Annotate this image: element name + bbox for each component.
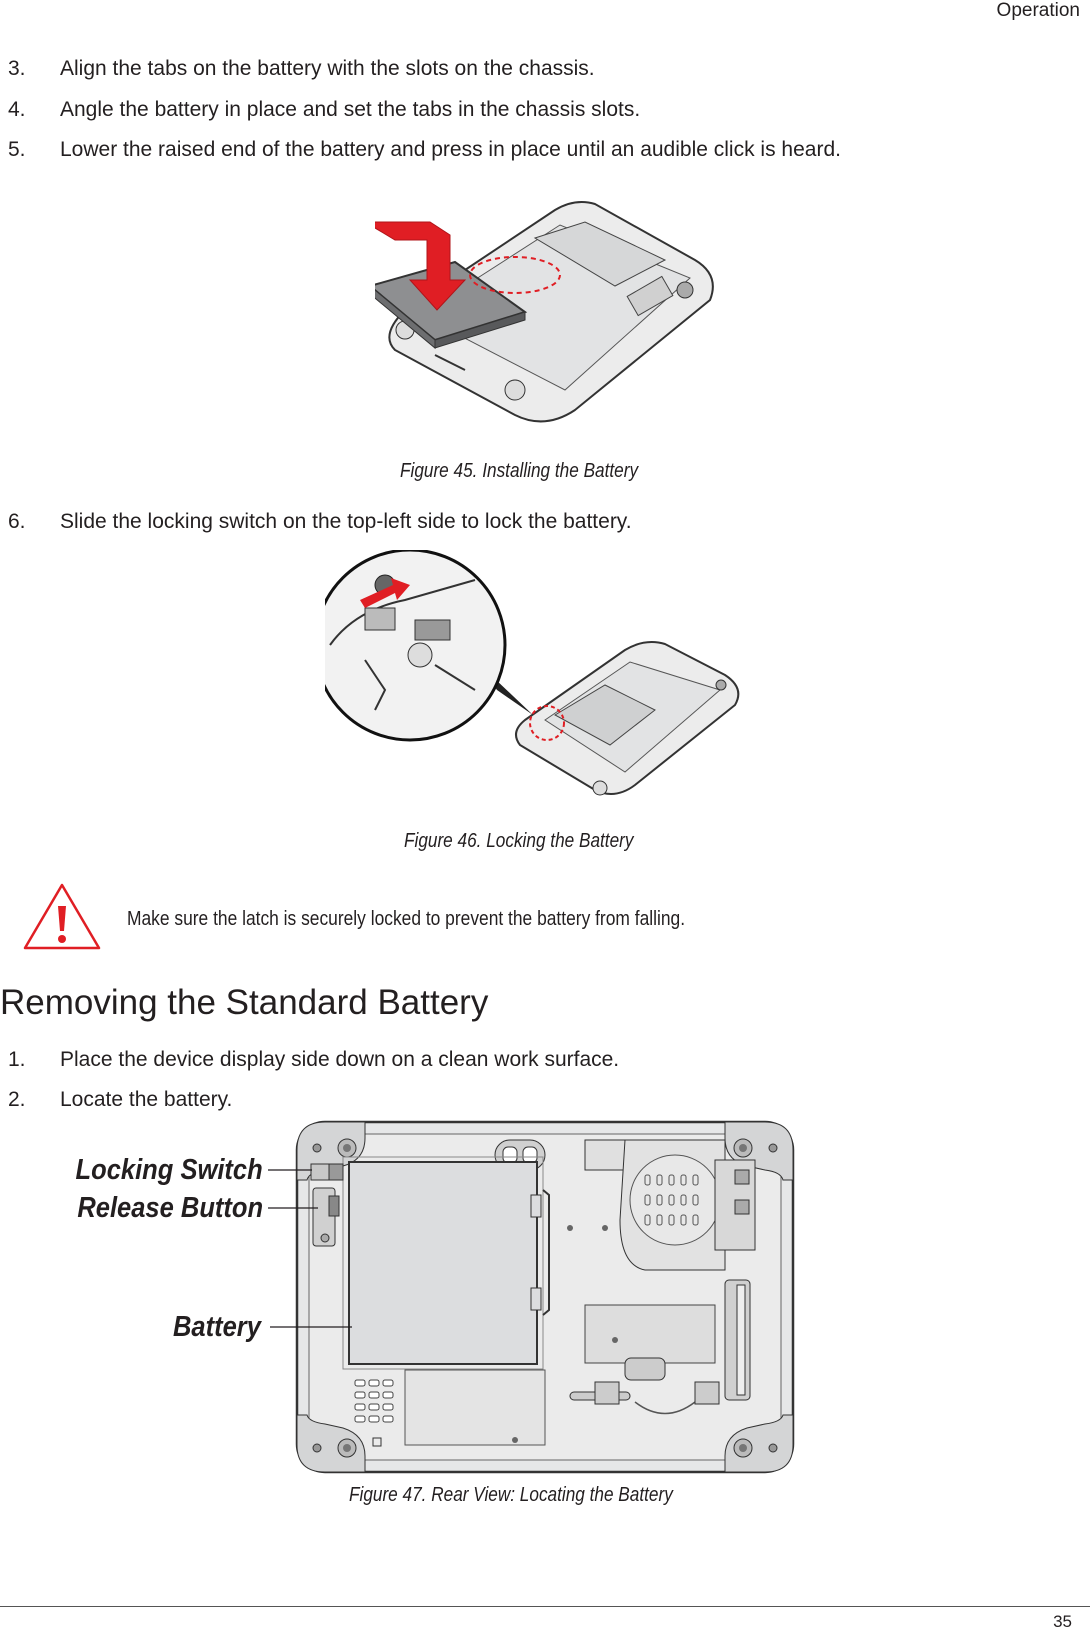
figure-47-illustration bbox=[295, 1120, 795, 1474]
tablet-body bbox=[515, 641, 740, 796]
step-number: 5. bbox=[8, 138, 26, 161]
step-number: 3. bbox=[8, 57, 26, 80]
step-number: 6. bbox=[8, 510, 26, 533]
right-arrow-icon bbox=[360, 578, 410, 608]
battery-outline bbox=[342, 1156, 544, 1370]
step-text: Align the tabs on the battery with the s… bbox=[60, 57, 595, 80]
figure-caption: Figure 46. Locking the Battery bbox=[404, 830, 634, 852]
list-item: 2. Locate the battery. bbox=[8, 1088, 232, 1112]
warning-text: Make sure the latch is securely locked t… bbox=[127, 908, 686, 930]
highlight-circle bbox=[529, 705, 565, 741]
section-title: Removing the Standard Battery bbox=[0, 983, 489, 1022]
down-arrow-icon bbox=[375, 221, 467, 311]
step-number: 2. bbox=[8, 1088, 26, 1111]
step-text: Slide the locking switch on the top-left… bbox=[60, 510, 632, 533]
page-number: 35 bbox=[1053, 1612, 1072, 1631]
step-text: Angle the battery in place and set the t… bbox=[60, 98, 641, 121]
running-header: Operation bbox=[996, 0, 1080, 21]
list-item: 3. Align the tabs on the battery with the… bbox=[8, 57, 595, 81]
footer-divider bbox=[0, 1606, 1090, 1607]
step-number: 4. bbox=[8, 98, 26, 121]
tablet-body bbox=[388, 201, 714, 423]
callout-battery: Battery bbox=[173, 1311, 261, 1343]
callout-release-button: Release Button bbox=[77, 1192, 263, 1224]
list-item: 6. Slide the locking switch on the top-le… bbox=[8, 510, 632, 534]
warning-triangle-icon bbox=[23, 883, 101, 950]
callout-locking-switch: Locking Switch bbox=[75, 1154, 263, 1186]
callout-leader-lines bbox=[268, 1169, 352, 1328]
battery bbox=[348, 1161, 538, 1365]
step-text: Locate the battery. bbox=[60, 1088, 233, 1111]
figure-46-illustration bbox=[325, 550, 740, 796]
list-item: 1. Place the device display side down on … bbox=[8, 1048, 619, 1072]
figure-caption: Figure 47. Rear View: Locating the Batte… bbox=[349, 1484, 673, 1506]
figure-caption: Figure 45. Installing the Battery bbox=[400, 460, 639, 482]
label-plate bbox=[584, 1304, 716, 1364]
highlight-circle bbox=[469, 256, 561, 294]
step-text: Lower the raised end of the battery and … bbox=[60, 138, 841, 161]
zoom-detail-circle bbox=[325, 550, 507, 742]
figure-45-illustration bbox=[375, 201, 714, 423]
list-item: 5. Lower the raised end of the battery an… bbox=[8, 138, 841, 162]
step-text: Place the device display side down on a … bbox=[60, 1048, 620, 1071]
list-item: 4. Angle the battery in place and set the… bbox=[8, 98, 640, 122]
step-number: 1. bbox=[8, 1048, 26, 1071]
